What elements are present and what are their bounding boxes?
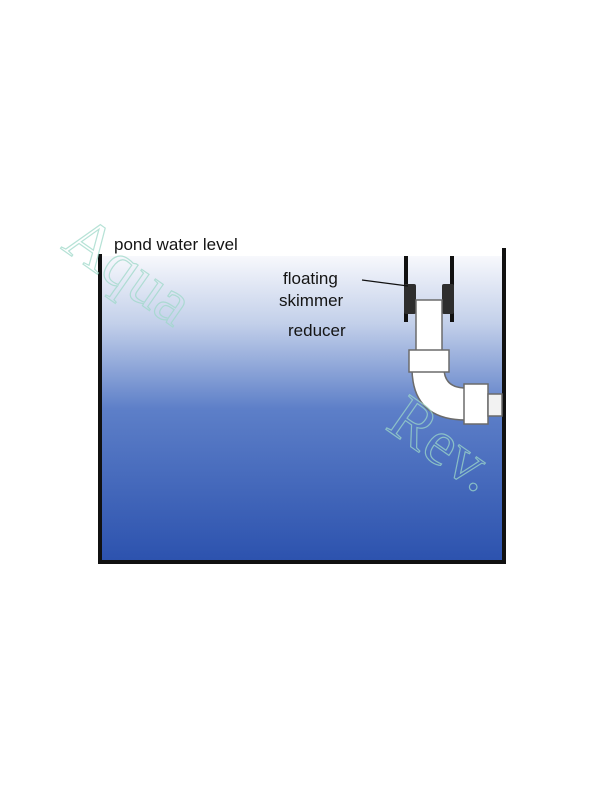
reducer-ring-right [442,284,454,314]
skimmer-reducer-rings [404,284,454,314]
elbow-coupling-side [463,383,489,425]
vertical-pipe [415,299,443,353]
elbow-coupling-top [408,349,450,373]
label-reducer: reducer [288,321,346,340]
reducer-ring-left [404,284,416,314]
label-floating: floating [283,269,338,288]
label-skimmer: skimmer [279,291,344,310]
label-pond-water-level: pond water level [114,235,238,254]
outlet-fitting [487,393,503,417]
skimmer-leader-line [361,279,409,287]
pond-walls [98,248,506,564]
